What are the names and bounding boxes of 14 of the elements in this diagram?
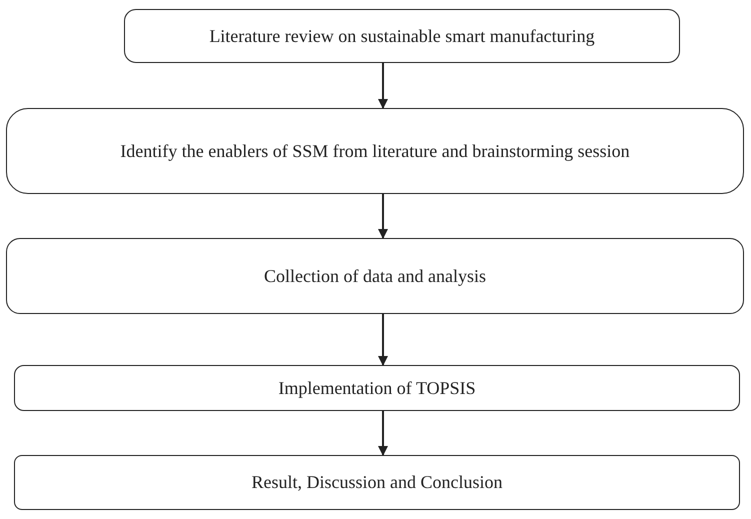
arrow <box>378 411 388 456</box>
process-box <box>6 238 744 314</box>
step-text: Collection of data and analysis <box>264 264 486 288</box>
step-text: Implementation of TOPSIS <box>278 376 476 400</box>
process-box <box>14 455 740 510</box>
process-box <box>14 365 740 411</box>
arrow <box>378 314 388 366</box>
step-text: Identify the enablers of SSM from literature and brainstorming session <box>120 140 630 163</box>
arrow <box>378 63 388 109</box>
process-box <box>6 108 744 194</box>
process-box <box>124 9 680 63</box>
step-text: Literature review on sustainable smart manufacturing <box>209 24 595 48</box>
step-text: Result, Discussion and Conclusion <box>252 471 502 494</box>
arrow <box>378 194 388 239</box>
